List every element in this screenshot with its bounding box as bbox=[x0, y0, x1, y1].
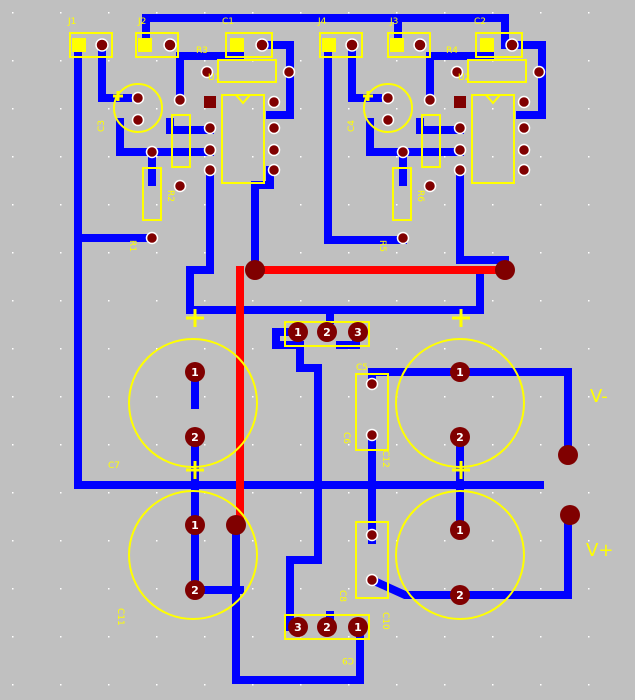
label-c1: C1 bbox=[222, 17, 234, 27]
pad-number: 1 bbox=[456, 366, 464, 379]
label-v-minus: V- bbox=[590, 386, 608, 407]
silkscreen-outlines bbox=[69, 32, 527, 640]
label-c7: C7 bbox=[108, 461, 120, 471]
pad-number: 1 bbox=[354, 621, 362, 634]
label-u1: U1 bbox=[208, 73, 220, 83]
label-j3: J4 bbox=[317, 17, 327, 27]
pad-number: 3 bbox=[294, 621, 302, 634]
pad-number: 3 bbox=[354, 326, 362, 339]
pads: 1 2 1 2 1 2 1 2 1 2 3 3 2 1 bbox=[72, 38, 580, 637]
label-c9: C9 bbox=[342, 655, 354, 665]
label-c8: C8 bbox=[337, 590, 347, 602]
label-j4: J3 bbox=[389, 17, 398, 27]
label-r4: R4 bbox=[446, 46, 458, 56]
label-v-plus: V+ bbox=[586, 540, 613, 561]
pad-number: 2 bbox=[456, 589, 464, 602]
label-c11: C11 bbox=[115, 608, 125, 626]
pad-number: 1 bbox=[456, 524, 464, 537]
pad-number: 2 bbox=[323, 326, 331, 339]
label-j2: J2 bbox=[137, 17, 146, 27]
pad-number: 2 bbox=[456, 431, 464, 444]
label-c3: C3 bbox=[97, 120, 107, 132]
pad-number: 2 bbox=[191, 584, 199, 597]
label-r2: R2 bbox=[165, 190, 175, 202]
pad-number: 2 bbox=[191, 431, 199, 444]
label-r3: R3 bbox=[196, 46, 208, 56]
label-c12: C12 bbox=[380, 450, 390, 468]
label-r5: R5 bbox=[377, 240, 387, 252]
label-c5: C5 bbox=[356, 363, 368, 373]
label-c10: C10 bbox=[380, 612, 390, 630]
label-r1: R1 bbox=[127, 240, 137, 252]
label-r6: R6 bbox=[415, 190, 425, 202]
label-c6: C6 bbox=[341, 432, 351, 444]
top-layer-traces bbox=[236, 266, 509, 529]
label-j1: J1 bbox=[67, 17, 76, 27]
pad-number: 1 bbox=[294, 326, 302, 339]
pad-number: 1 bbox=[191, 519, 199, 532]
pad-number: 2 bbox=[323, 621, 331, 634]
polarity-marks bbox=[113, 91, 470, 479]
label-u2: U2 bbox=[458, 73, 470, 83]
pad-number: 1 bbox=[191, 366, 199, 379]
label-c2: C2 bbox=[474, 17, 486, 27]
label-c4: C4 bbox=[347, 120, 357, 132]
